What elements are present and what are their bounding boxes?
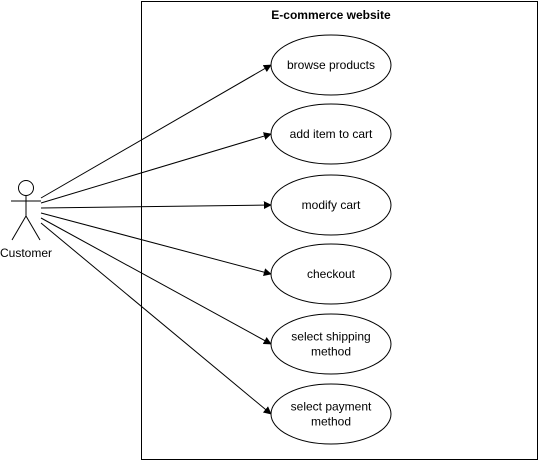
use-case-ellipse [270,103,392,165]
association-line [40,201,272,210]
actor-head [18,180,34,196]
use-case: add item to cart [270,103,392,165]
use-case: checkout [270,243,392,305]
use-case-label: browse products [287,58,375,72]
use-case-label: method [311,415,351,429]
system-title: E-commerce website [271,8,391,22]
use-case-label: add item to cart [290,127,373,141]
use-case: browse products [270,34,392,96]
actor-left-leg [11,215,27,241]
association-line [40,212,272,277]
use-case-label: select shipping [291,330,370,344]
actor-right-leg [25,215,41,241]
use-case: modify cart [270,174,392,236]
association-line [40,132,272,204]
use-case-ellipse [270,243,392,305]
use-case-label: method [311,345,351,359]
use-case-ellipse [270,313,392,375]
use-case-ellipse [270,383,392,445]
use-case-label: checkout [307,267,356,281]
use-case-label: modify cart [302,198,361,212]
use-case-ellipse [270,34,392,96]
use-case-label: select payment [291,400,372,414]
actor-label: Customer [0,246,52,260]
actor-customer [11,180,41,241]
use-case-group: browse products add item to cart modify ca… [270,34,392,445]
association-line [40,217,272,345]
association-lines [40,64,272,415]
association-line [40,222,272,415]
use-case-ellipse [270,174,392,236]
association-line [40,64,272,199]
